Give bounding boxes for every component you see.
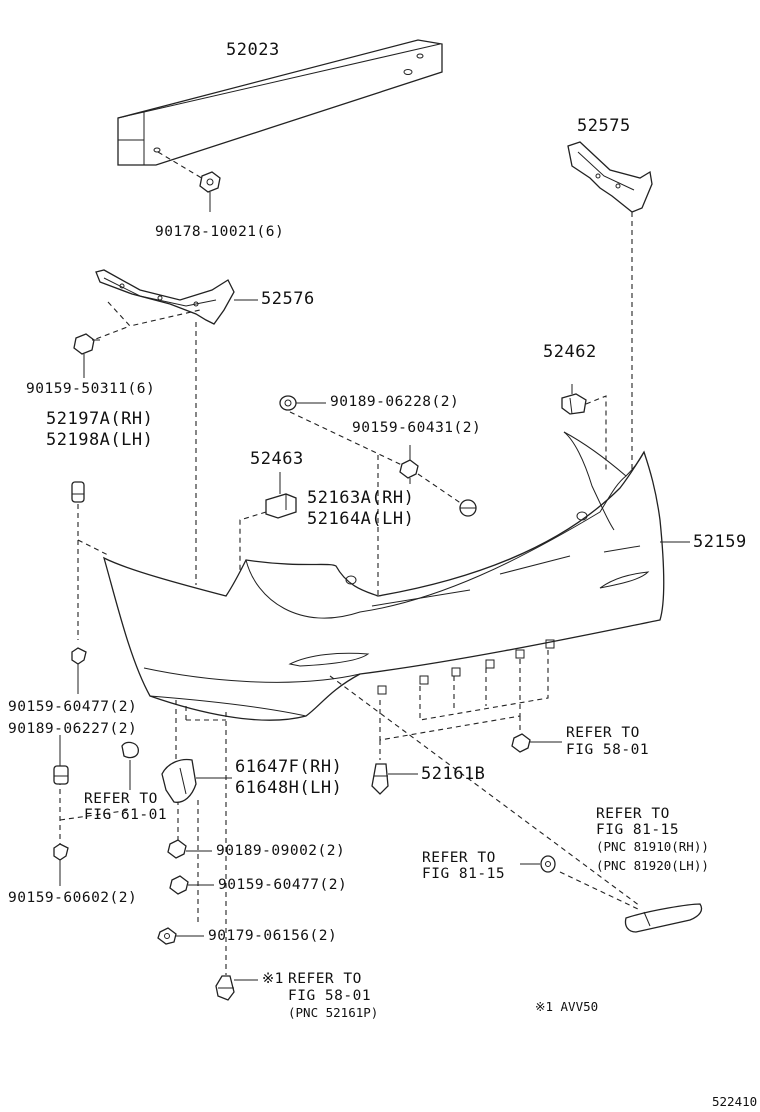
nut-90189-09002 bbox=[167, 839, 187, 859]
label-52159: 52159 bbox=[693, 532, 747, 552]
rear-bumper-cover bbox=[102, 431, 665, 721]
refer-to-58-01-clip-line2: FIG 58-01 bbox=[288, 988, 372, 1004]
refer-to-81-15-reflector-pnc-rh: (PNC 81910(RH)) bbox=[596, 839, 709, 854]
label-52198a: 52198A(LH) bbox=[46, 430, 154, 450]
screw-90159-50311 bbox=[73, 333, 100, 355]
note-mark-1: ※1 bbox=[262, 971, 284, 987]
pad-52462 bbox=[561, 393, 587, 415]
label-90189-06228: 90189-06228(2) bbox=[330, 394, 460, 410]
grommet-refer-81-15 bbox=[540, 855, 556, 873]
label-52462: 52462 bbox=[543, 342, 597, 362]
retainer-bracket-lh bbox=[95, 269, 235, 325]
label-52161b: 52161B bbox=[421, 764, 486, 784]
refer-to-58-01-right-line1: REFER TO bbox=[566, 725, 640, 741]
screw-90159-60477-left bbox=[71, 647, 87, 672]
screw-refer-58-01 bbox=[511, 733, 531, 753]
label-61648h: 61648H(LH) bbox=[235, 778, 343, 798]
refer-to-61-01-line1: REFER TO bbox=[84, 791, 158, 807]
label-90159-60602: 90159-60602(2) bbox=[8, 890, 138, 906]
screw-90159-60602 bbox=[53, 843, 69, 868]
refer-to-58-01-right-line2: FIG 58-01 bbox=[566, 742, 650, 758]
nut-90179-06156 bbox=[157, 927, 177, 945]
label-90159-60477-mid: 90159-60477(2) bbox=[218, 877, 348, 893]
retainer-bracket-rh bbox=[567, 141, 653, 213]
clip-52197a bbox=[71, 481, 85, 503]
refer-to-81-15-grommet-line2: FIG 81-15 bbox=[422, 866, 506, 882]
label-90178-10021: 90178-10021(6) bbox=[155, 224, 285, 240]
label-52163a: 52163A(RH) bbox=[307, 488, 415, 508]
refer-to-61-01-line2: FIG 61-01 bbox=[84, 807, 168, 823]
grommet-refer-61-01 bbox=[121, 741, 139, 759]
label-52197a: 52197A(RH) bbox=[46, 409, 154, 429]
figure-id: 522410 bbox=[712, 1094, 758, 1109]
refer-to-81-15-reflector-line1: REFER TO bbox=[596, 806, 670, 822]
reflector bbox=[624, 903, 703, 933]
clip-90189-06227 bbox=[53, 765, 69, 785]
refer-to-81-15-reflector-pnc-lh: (PNC 81920(LH)) bbox=[596, 858, 709, 873]
label-90159-60477-left: 90159-60477(2) bbox=[8, 699, 138, 715]
label-52575: 52575 bbox=[577, 116, 631, 136]
label-52164a: 52164A(LH) bbox=[307, 509, 415, 529]
label-90159-60431: 90159-60431(2) bbox=[352, 420, 482, 436]
label-90179-06156: 90179-06156(2) bbox=[208, 928, 338, 944]
bracket-61647f bbox=[161, 758, 197, 803]
clip-52161p bbox=[215, 975, 235, 1001]
label-52463: 52463 bbox=[250, 449, 304, 469]
label-90159-50311: 90159-50311(6) bbox=[26, 381, 156, 397]
screw-90159-60431 bbox=[399, 459, 419, 484]
retainer-52163a bbox=[459, 499, 477, 517]
bumper-reinforcement-beam bbox=[117, 39, 443, 166]
label-52023: 52023 bbox=[226, 40, 280, 60]
refer-to-58-01-clip-pnc: (PNC 52161P) bbox=[288, 1005, 379, 1020]
refer-to-81-15-grommet-line1: REFER TO bbox=[422, 850, 496, 866]
refer-to-81-15-reflector-line2: FIG 81-15 bbox=[596, 822, 680, 838]
pad-52463 bbox=[265, 493, 297, 519]
clip-52161b bbox=[371, 763, 389, 795]
nut-90178 bbox=[199, 171, 221, 193]
refer-to-58-01-clip-line1: REFER TO bbox=[288, 971, 362, 987]
label-61647f: 61647F(RH) bbox=[235, 757, 343, 777]
footnote: ※1 AVV50 bbox=[535, 999, 599, 1014]
label-52576: 52576 bbox=[261, 289, 315, 309]
grommet-90189-06228 bbox=[279, 395, 297, 411]
label-90189-09002: 90189-09002(2) bbox=[216, 843, 346, 859]
label-90189-06227: 90189-06227(2) bbox=[8, 721, 138, 737]
screw-90159-60477-mid bbox=[169, 875, 189, 895]
